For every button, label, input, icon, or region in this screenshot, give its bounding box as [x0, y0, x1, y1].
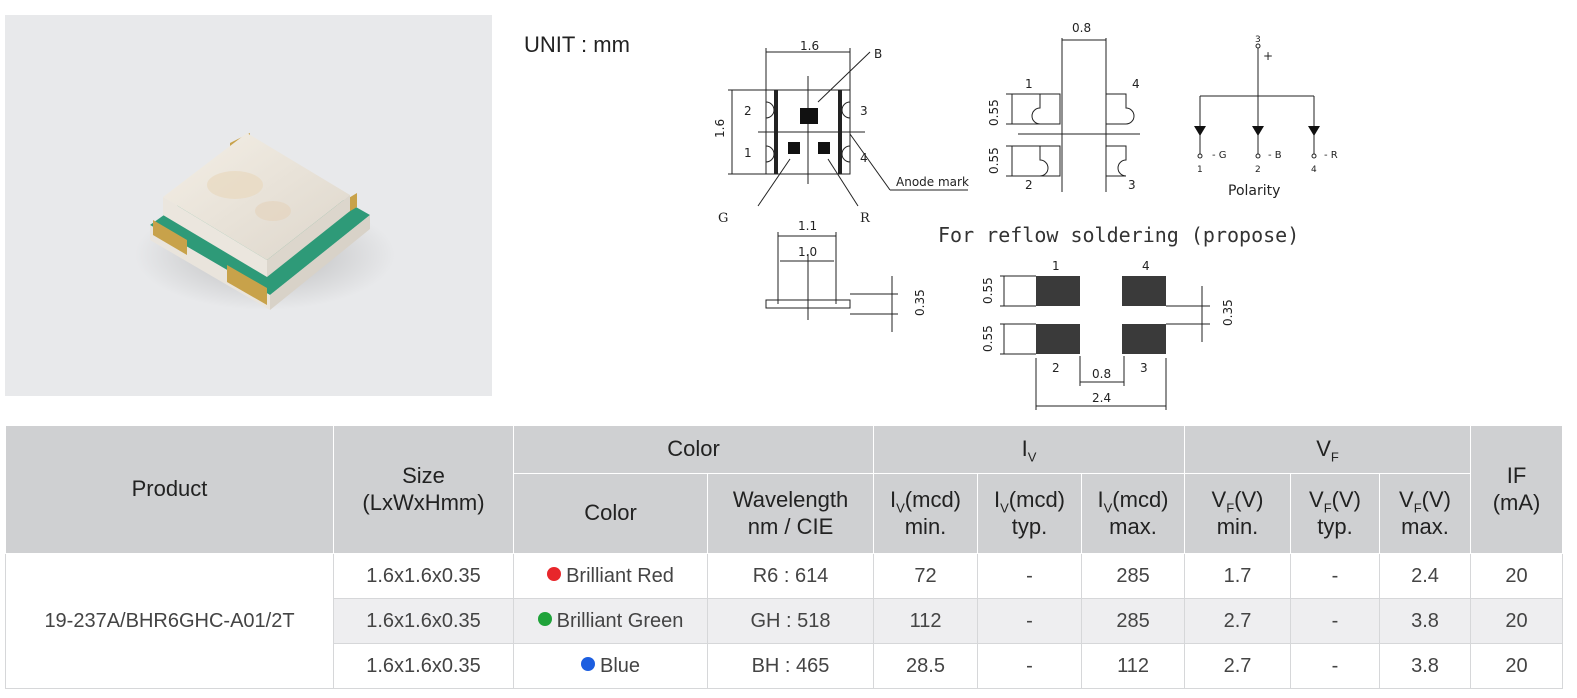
- pad-pitch: 0.8: [1072, 21, 1091, 35]
- pad-pin-4: 4: [1132, 77, 1140, 91]
- cell-vf-typ: -: [1290, 643, 1381, 689]
- top-pin-4: 4: [860, 151, 868, 165]
- header-iv-group: IV: [873, 425, 1186, 474]
- reflow-total: 2.4: [1092, 391, 1111, 405]
- header-iv-max: IV(mcd)max.: [1081, 473, 1186, 554]
- dimension-drawing: 1.6 1.6 B G R Anode mark 1 2 3 4 0.8 0.5…: [713, 21, 1338, 410]
- reflow-pitch: 0.8: [1092, 367, 1111, 381]
- anode-mark: Anode mark: [896, 175, 969, 189]
- reflow-pad-h2: 0.55: [981, 325, 995, 352]
- product-photo: [5, 15, 492, 396]
- cell-size: 1.6x1.6x0.35: [333, 553, 514, 599]
- top-pin-1: 1: [744, 146, 752, 160]
- cell-iv-min: 28.5: [873, 643, 979, 689]
- header-iv-typ: IV(mcd)typ.: [977, 473, 1083, 554]
- pad-pin-3: 3: [1128, 178, 1136, 192]
- die-label-b: B: [874, 47, 882, 61]
- header-size: Size(LxWxHmm): [333, 425, 514, 554]
- polarity-pin-1: 1: [1197, 165, 1203, 175]
- cell-size: 1.6x1.6x0.35: [333, 598, 514, 644]
- header-vf-max: VF(V)max.: [1379, 473, 1472, 554]
- header-color-group: Color: [512, 425, 875, 474]
- pad-h1: 0.55: [987, 99, 1001, 126]
- header-vf-group: VF: [1184, 425, 1472, 474]
- die-label-g: G: [718, 211, 728, 226]
- unit-label: UNIT : mm: [524, 32, 630, 57]
- pad-view: [1006, 38, 1140, 192]
- red-dot-icon: [547, 567, 562, 582]
- dim-height: 1.6: [713, 119, 727, 138]
- header-iv-min: IV(mcd)min.: [873, 473, 979, 554]
- reflow-pin-3: 3: [1140, 361, 1148, 375]
- cell-vf-typ: -: [1290, 598, 1381, 644]
- cell-wavelength: BH : 465: [706, 643, 875, 689]
- dim-width: 1.6: [800, 39, 819, 53]
- cell-if: 20: [1470, 553, 1564, 599]
- cell-wavelength: R6 : 614: [706, 553, 875, 599]
- cell-vf-min: 2.7: [1184, 598, 1292, 644]
- table-row: 19-237A/BHR6GHC-A01/2T 1.6x1.6x0.35 Bril…: [5, 553, 1564, 689]
- header-vf-min: VF(V)min.: [1184, 473, 1292, 554]
- cell-wavelength: GH : 518: [706, 598, 875, 644]
- cell-if: 20: [1470, 598, 1564, 644]
- pad-h2: 0.55: [987, 147, 1001, 174]
- spec-table: Product Size(LxWxHmm) Color IV VF IF(mA)…: [5, 425, 1564, 689]
- side-view: [765, 232, 898, 332]
- reflow-title: For reflow soldering (propose): [938, 223, 1299, 247]
- cell-color: Brilliant Green: [513, 598, 708, 644]
- cell-size: 1.6x1.6x0.35: [333, 643, 514, 689]
- cell-iv-max: 285: [1081, 553, 1186, 599]
- header-product: Product: [5, 425, 334, 554]
- led-illustration: [135, 133, 395, 310]
- reflow-gap: 0.35: [1221, 299, 1235, 326]
- blue-dot-icon: [580, 657, 595, 672]
- side-width-outer: 1.1: [798, 219, 817, 233]
- header-color: Color: [513, 473, 708, 554]
- table-row: 1.6x1.6x0.35 Blue BH : 465 28.5 - 112 2.…: [6, 643, 1564, 689]
- polarity-r: - R: [1324, 150, 1338, 161]
- cell-if: 20: [1470, 643, 1564, 689]
- cell-iv-typ: -: [977, 643, 1083, 689]
- cell-vf-max: 2.4: [1379, 553, 1472, 599]
- pad-pin-2: 2: [1025, 178, 1033, 192]
- green-dot-icon: [537, 612, 552, 627]
- cell-iv-min: 72: [873, 553, 979, 599]
- product-name: 19-237A/BHR6GHC-A01/2T: [5, 553, 334, 689]
- cell-color: Brilliant Red: [513, 553, 708, 599]
- header-vf-typ: VF(V)typ.: [1290, 473, 1381, 554]
- side-width-inner: 1.0: [798, 245, 817, 259]
- header-if: IF(mA): [1470, 425, 1564, 554]
- polarity-pin-2: 2: [1255, 165, 1261, 175]
- polarity-pin-4: 4: [1311, 165, 1317, 175]
- polarity-plus: +: [1263, 49, 1273, 63]
- reflow-pin-4: 4: [1142, 259, 1150, 273]
- cell-vf-typ: -: [1290, 553, 1381, 599]
- reflow-pad-h1: 0.55: [981, 277, 995, 304]
- cell-iv-typ: -: [977, 553, 1083, 599]
- top-view: [728, 48, 968, 207]
- cell-iv-max: 285: [1081, 598, 1186, 644]
- reflow-pads: [1000, 275, 1210, 410]
- polarity-title: Polarity: [1228, 183, 1280, 199]
- cell-vf-max: 3.8: [1379, 598, 1472, 644]
- cell-vf-max: 3.8: [1379, 643, 1472, 689]
- polarity-top-pin: 3: [1255, 35, 1261, 45]
- reflow-pin-2: 2: [1052, 361, 1060, 375]
- polarity-diagram: [1197, 43, 1317, 159]
- cell-color: Blue: [513, 643, 708, 689]
- top-pin-3: 3: [860, 104, 868, 118]
- side-thickness: 0.35: [913, 289, 927, 316]
- pad-pin-1: 1: [1025, 77, 1033, 91]
- cell-iv-max: 112: [1081, 643, 1186, 689]
- polarity-g: - G: [1212, 150, 1227, 161]
- reflow-pin-1: 1: [1052, 259, 1060, 273]
- cell-iv-typ: -: [977, 598, 1083, 644]
- cell-iv-min: 112: [873, 598, 979, 644]
- polarity-b: - B: [1268, 150, 1282, 161]
- cell-vf-min: 1.7: [1184, 553, 1292, 599]
- cell-vf-min: 2.7: [1184, 643, 1292, 689]
- die-label-r: R: [860, 211, 871, 226]
- top-pin-2: 2: [744, 104, 752, 118]
